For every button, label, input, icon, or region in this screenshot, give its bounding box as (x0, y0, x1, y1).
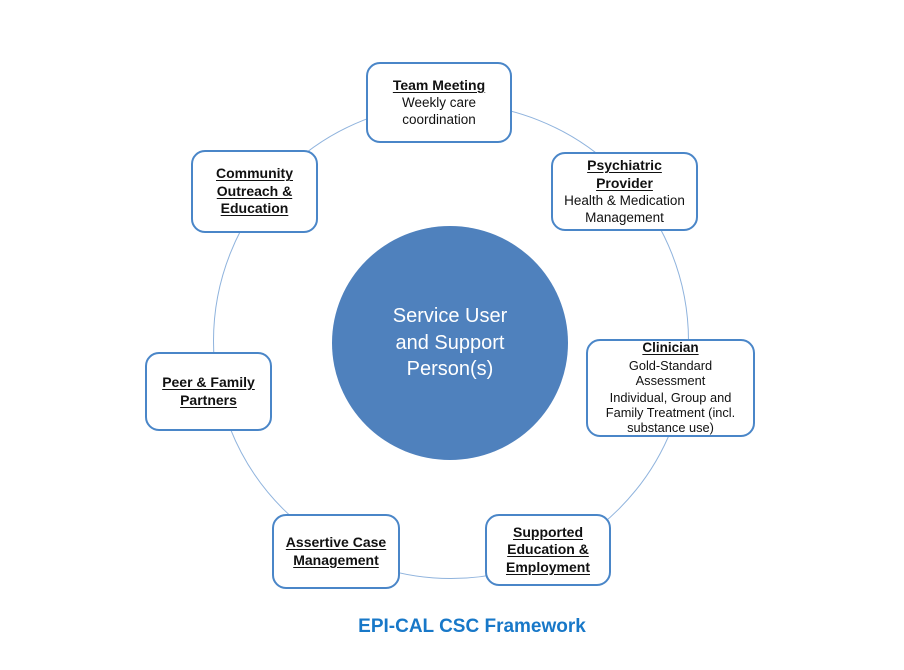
node-psychiatric-provider: Psychiatric Provider Health & Medication… (551, 152, 698, 231)
node-title: Peer & Family Partners (162, 374, 255, 408)
center-label: Service User and Support Person(s) (392, 305, 508, 381)
node-body: Weekly care coordination (401, 95, 477, 127)
node-clinician: Clinician Gold-Standard Assessment Indiv… (586, 339, 755, 437)
node-title: Psychiatric Provider (587, 157, 662, 191)
node-title: Team Meeting (392, 76, 486, 93)
node-body: Health & Medication Management (564, 193, 685, 225)
node-community-outreach-education: Community Outreach & Education (191, 150, 318, 233)
node-supported-education-employment: Supported Education & Employment (485, 514, 611, 586)
node-title: Supported Education & Employment (505, 523, 590, 575)
node-body-secondary: Individual, Group and Family Treatment (… (605, 389, 736, 436)
node-body: Gold-Standard Assessment (628, 358, 713, 389)
node-assertive-case-management: Assertive Case Management (272, 514, 400, 589)
node-title: Clinician (642, 340, 699, 356)
node-title: Community Outreach & Education (216, 165, 293, 217)
diagram-caption: EPI-CAL CSC Framework (358, 616, 586, 637)
node-peer-family-partners: Peer & Family Partners (145, 352, 272, 431)
center-circle: Service User and Support Person(s) (332, 226, 568, 460)
node-team-meeting: Team Meeting Weekly care coordination (366, 62, 512, 143)
node-title: Assertive Case Management (285, 534, 387, 568)
